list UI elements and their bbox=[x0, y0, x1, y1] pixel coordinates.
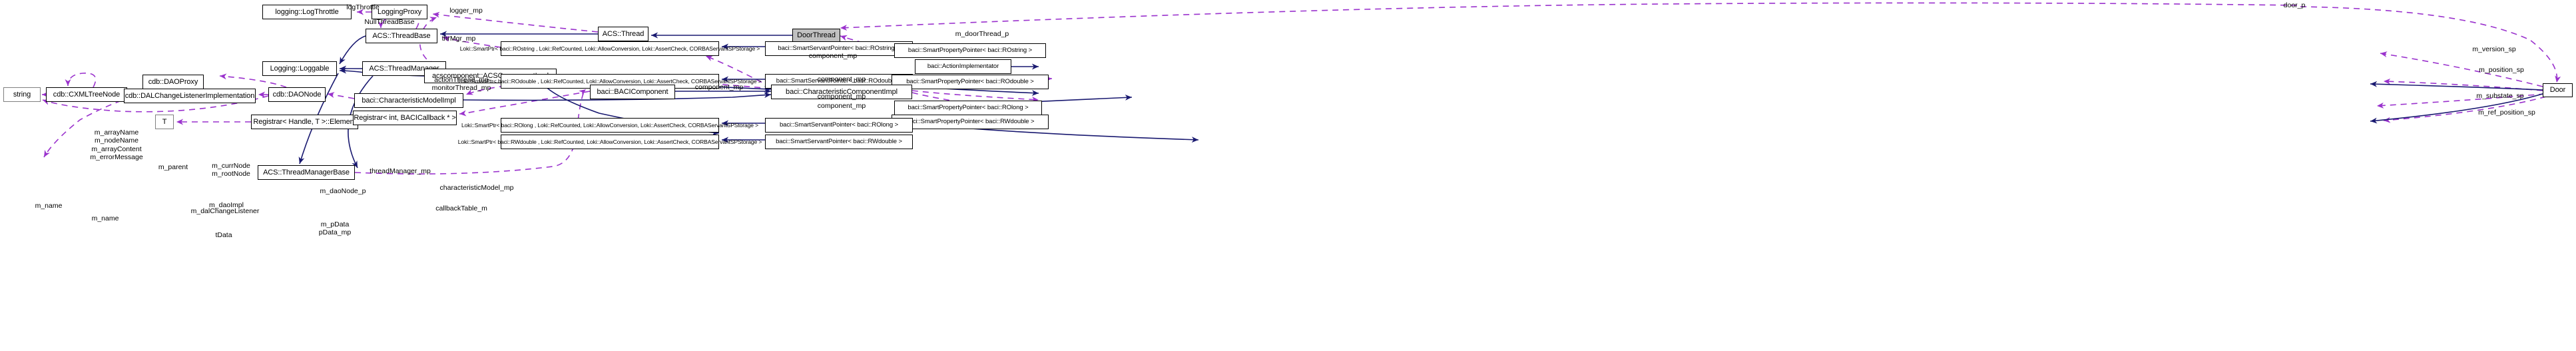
class-node-spp_rolong[interactable]: baci::SmartPropertyPointer< baci::ROlong… bbox=[894, 101, 1042, 115]
edge-label-m_position_sp: m_position_sp bbox=[2479, 66, 2524, 74]
edge-label-logger_mp: logger_mp bbox=[449, 7, 483, 15]
edge-label-callbacktable_m: callbackTable_m bbox=[435, 204, 487, 212]
edge-label-nullthreadbase: NullThreadBase bbox=[364, 18, 415, 26]
edge-label-door_p: door_p bbox=[2283, 1, 2306, 9]
edge-label-m_pdata: m_pData pData_mp bbox=[318, 220, 352, 237]
edge-label-m_ref_position_sp: m_ref_position_sp bbox=[2478, 109, 2535, 117]
class-node-spp_rostring[interactable]: baci::SmartPropertyPointer< baci::ROstri… bbox=[894, 43, 1046, 58]
edge-label-tdata: tData bbox=[215, 231, 232, 239]
edge-label-m_parent: m_parent bbox=[158, 163, 188, 171]
class-node-characteristiccomponentimpl[interactable]: baci::CharacteristicComponentImpl bbox=[771, 85, 912, 99]
class-node-actionimplementator[interactable]: baci::ActionImplementator bbox=[915, 59, 1011, 74]
class-node-string[interactable]: string bbox=[3, 87, 41, 102]
edge-label-thrmgr_mp: thrMgr_mp bbox=[441, 35, 476, 43]
edge-label-m_daonode_p: m_daoNode_p bbox=[320, 187, 366, 195]
edge-label-m_name_1: m_name bbox=[35, 202, 63, 210]
class-node-spp_rwdouble[interactable]: baci::SmartPropertyPointer< baci::RWdoub… bbox=[892, 115, 1049, 129]
edge-label-m_daoimpl: m_daoImpl bbox=[209, 201, 244, 209]
edge-label-m_doorthread_p: m_doorThread_p bbox=[955, 30, 1009, 38]
class-node-cdb_daoproxy[interactable]: cdb::DAOProxy bbox=[142, 75, 204, 89]
edge-label-m_arrayname: m_arrayName m_nodeName m_arrayContent m_… bbox=[90, 129, 143, 162]
edge-label-component_mp_1: component_mp bbox=[808, 52, 858, 60]
class-node-loki_rwdouble[interactable]: Loki::SmartPtr< baci::RWdouble , Loki::R… bbox=[458, 135, 762, 149]
class-node-door[interactable]: Door bbox=[2543, 83, 2573, 97]
class-node-registrar_handle[interactable]: Registrar< Handle, T >::Element bbox=[251, 115, 358, 129]
class-node-bacicomponent[interactable]: baci::BACIComponent bbox=[590, 85, 675, 99]
class-node-ssp_rwdouble[interactable]: baci::SmartServantPointer< baci::RWdoubl… bbox=[765, 135, 913, 149]
edge-label-logthrottle: logThrottle bbox=[346, 3, 380, 11]
edge-label-m_version_sp: m_version_sp bbox=[2472, 45, 2516, 53]
edge-label-m_substate_sp: m_substate_sp bbox=[2476, 92, 2524, 100]
class-node-t_template[interactable]: T bbox=[155, 115, 174, 129]
edge-label-component_mp_5: component_mp bbox=[694, 83, 744, 91]
class-node-registrar_int[interactable]: Registrar< int, BACICallback * > bbox=[353, 111, 457, 125]
class-node-cdb_dalchangelistener[interactable]: cdb::DALChangeListenerImplementation bbox=[124, 89, 256, 103]
edge-label-component_mp_4: component_mp bbox=[817, 102, 866, 110]
class-node-loki_rostring[interactable]: Loki::SmartPtr< baci::ROstring , Loki::R… bbox=[460, 41, 760, 56]
class-node-acs_threadbase[interactable]: ACS::ThreadBase bbox=[366, 29, 437, 43]
class-node-ssp_rolong[interactable]: baci::SmartServantPointer< baci::ROlong … bbox=[765, 118, 913, 133]
edge-label-m_name_2: m_name bbox=[91, 214, 119, 222]
edge-label-characteristicmodel_mp: characteristicModel_mp bbox=[439, 184, 514, 192]
class-node-loggingproxy[interactable]: LoggingProxy bbox=[372, 5, 427, 19]
class-node-spp_rodouble[interactable]: baci::SmartPropertyPointer< baci::ROdoub… bbox=[892, 75, 1049, 89]
edge-label-m_currnode: m_currNode m_rootNode bbox=[212, 162, 250, 178]
class-node-acs_threadmanagerbase[interactable]: ACS::ThreadManagerBase bbox=[258, 165, 355, 180]
class-node-loki_rolong[interactable]: Loki::SmartPtr< baci::ROlong , Loki::Ref… bbox=[461, 118, 758, 133]
class-node-cdb_cxmltreenode[interactable]: cdb::CXMLTreeNode bbox=[46, 87, 127, 102]
class-node-doorthread[interactable]: DoorThread bbox=[792, 29, 840, 43]
edge-label-actionthread_mp: actionThread_mp monitorThread_mp bbox=[431, 76, 491, 93]
edge-label-component_mp_3: component_mp bbox=[817, 93, 866, 101]
class-node-logging_logthrottle[interactable]: logging::LogThrottle bbox=[262, 5, 352, 19]
class-node-logging_loggable[interactable]: Logging::Loggable bbox=[262, 61, 337, 76]
edge-label-component_mp_2: component_mp bbox=[817, 75, 866, 83]
class-node-acs_thread[interactable]: ACS::Thread bbox=[598, 27, 648, 41]
edge-label-m_dalchangelistener: m_dalChangeListener bbox=[190, 207, 260, 215]
class-node-cdb_daonode[interactable]: cdb::DAONode bbox=[268, 87, 326, 102]
class-node-characteristicmodelimpl[interactable]: baci::CharacteristicModelImpl bbox=[354, 93, 463, 108]
edge-label-threadmanager_mp: threadManager_mp bbox=[370, 167, 431, 175]
